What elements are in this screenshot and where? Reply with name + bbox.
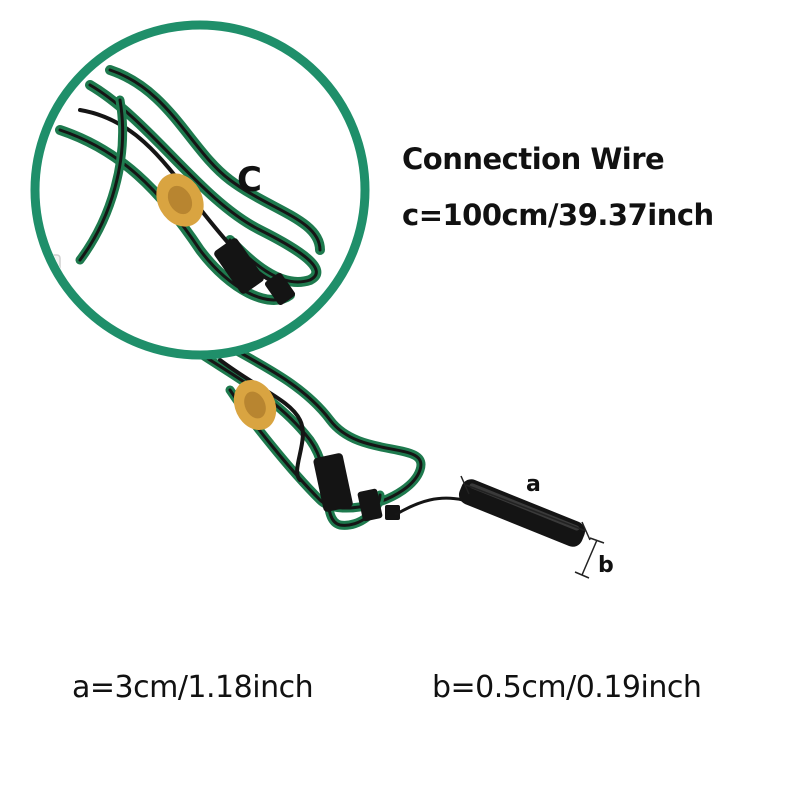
dimension-line-b: [574, 537, 605, 579]
spec-wire-length: c=100cm/39.37inch: [402, 198, 714, 232]
spec-probe-diameter: b=0.5cm/0.19inch: [432, 670, 702, 705]
cable-tie-lower-icon: [233, 379, 277, 431]
dimension-label-b: b: [598, 553, 614, 578]
connector-lower: [313, 453, 400, 522]
sensor-lead-wire: [394, 496, 464, 517]
dimension-line-a: [460, 475, 591, 541]
wire-bundle-lower: [175, 325, 426, 530]
product-title: Connection Wire: [402, 142, 665, 176]
spec-probe-length: a=3cm/1.18inch: [72, 670, 314, 705]
sensor-probe: [458, 479, 586, 547]
zoom-circle: [30, 20, 370, 360]
dimension-label-a: a: [526, 472, 541, 497]
dimension-label-c: C: [237, 160, 262, 200]
